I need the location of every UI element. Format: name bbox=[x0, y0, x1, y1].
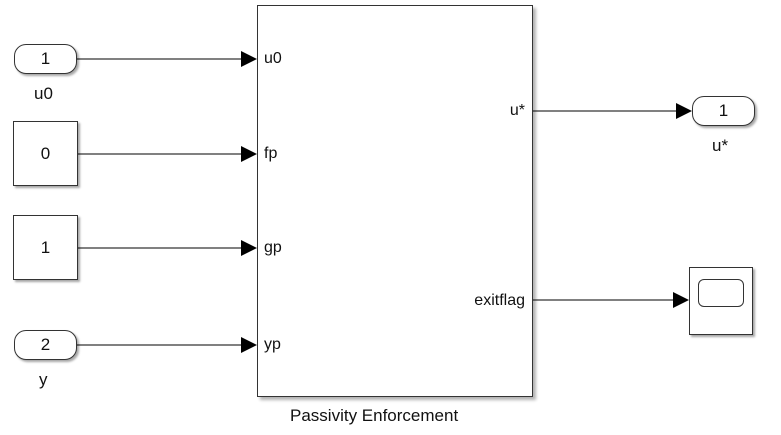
outport-number-u-star: 1 bbox=[718, 101, 729, 120]
subsystem-inport-u0: u0 bbox=[264, 50, 282, 67]
constant-block-fp[interactable]: 0 bbox=[13, 121, 78, 186]
subsystem-outport-exitflag: exitflag bbox=[474, 292, 525, 309]
passivity-enforcement-subsystem[interactable]: u0 fp gp yp u* exitflag bbox=[257, 5, 533, 397]
subsystem-outport-u-star: u* bbox=[509, 102, 525, 119]
inport-number-u0: 1 bbox=[40, 49, 51, 68]
subsystem-inport-gp: gp bbox=[264, 239, 282, 256]
subsystem-inport-yp: yp bbox=[264, 336, 281, 353]
outport-block-u-star[interactable]: 1 bbox=[692, 96, 755, 126]
inport-block-y[interactable]: 2 bbox=[14, 330, 77, 360]
arrowhead-u0 bbox=[241, 51, 257, 67]
subsystem-title: Passivity Enforcement bbox=[290, 406, 459, 425]
scope-icon bbox=[698, 279, 744, 307]
inport-number-y: 2 bbox=[40, 335, 51, 354]
outport-label-u-star: u* bbox=[712, 136, 729, 155]
constant-value-fp: 0 bbox=[40, 143, 51, 163]
arrowhead-gp bbox=[241, 240, 257, 256]
subsystem-inport-fp: fp bbox=[264, 145, 278, 162]
inport-label-y: y bbox=[39, 370, 48, 389]
arrowhead-yp bbox=[241, 337, 257, 353]
scope-block[interactable] bbox=[689, 267, 753, 335]
arrowhead-fp bbox=[241, 146, 257, 162]
arrowhead-exitflag bbox=[673, 292, 689, 308]
inport-label-u0: u0 bbox=[34, 84, 53, 103]
arrowhead-u-star bbox=[676, 103, 692, 119]
constant-block-gp[interactable]: 1 bbox=[13, 215, 78, 280]
inport-block-u0[interactable]: 1 bbox=[14, 44, 77, 74]
constant-value-gp: 1 bbox=[40, 237, 51, 257]
